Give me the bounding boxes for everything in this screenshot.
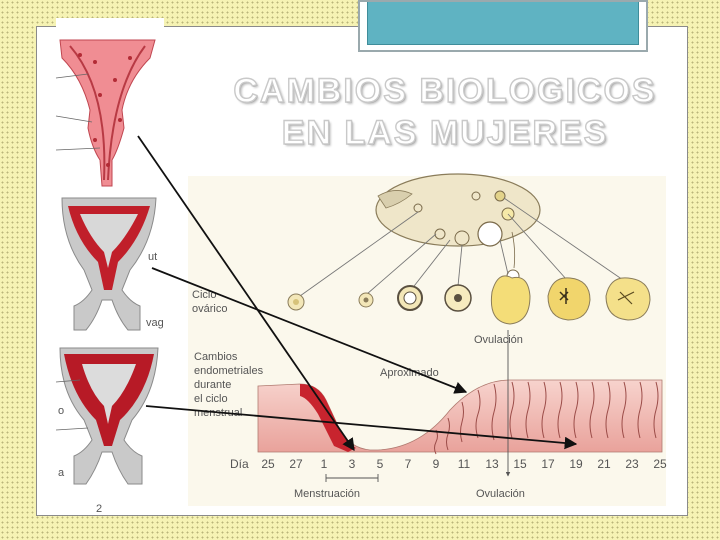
menstrual-flow <box>300 384 356 452</box>
arrow-menstrual <box>137 135 355 452</box>
day-tick-label: 13 <box>485 457 499 471</box>
day-tick-label: 1 <box>321 457 328 471</box>
day-tick-label: 23 <box>625 457 639 471</box>
arrow-secretory <box>145 405 578 450</box>
uterus-label-a: a <box>58 467 65 479</box>
header-tab <box>358 0 648 52</box>
day-tick-label: 9 <box>433 457 440 471</box>
endometrial-label-2: endometriales <box>194 365 264 377</box>
ovary-illustration <box>375 173 541 283</box>
ovarian-stage-lines <box>299 197 627 297</box>
day-tick-label: 21 <box>597 457 611 471</box>
menstruation-label: Menstruación <box>294 488 360 500</box>
uterus-illustration-proliferative: ut vag <box>61 197 164 331</box>
day-tick-label: 19 <box>569 457 583 471</box>
title-line-1: CAMBIOS BIOLOGICOS <box>233 71 657 110</box>
day-tick-label: 25 <box>653 457 667 471</box>
day-label: Día <box>230 457 249 471</box>
ovarian-cycle-label-1: Ciclo <box>192 289 216 301</box>
endometrial-label-1: Cambios <box>194 351 238 363</box>
endometrial-label-4: el ciclo <box>194 393 228 405</box>
day-tick-label: 5 <box>377 457 384 471</box>
uterus-illustration-menstrual <box>55 39 156 187</box>
endometrial-label-3: durante <box>194 379 231 391</box>
annotation-arrows <box>137 135 578 452</box>
uterus-label-ut: ut <box>148 251 157 263</box>
ovarian-cycle-label-2: ovárico <box>192 303 227 315</box>
header-tab-fill <box>367 2 639 45</box>
slide-title: CAMBIOS BIOLOGICOS EN LAS MUJERES <box>230 70 660 154</box>
day-tick-label: 7 <box>405 457 412 471</box>
day-tick-label: 27 <box>289 457 303 471</box>
uterus-label-o: o <box>58 405 64 417</box>
day-tick-label: 25 <box>261 457 275 471</box>
follicle-stages <box>287 275 651 325</box>
ovulation-label-bottom: Ovulación <box>476 488 525 500</box>
day-tick-label: 15 <box>513 457 527 471</box>
uterus-label-2: 2 <box>96 503 102 515</box>
day-tick-label: 3 <box>349 457 356 471</box>
uterus-label-vag: vag <box>146 317 164 329</box>
day-tick-label: 17 <box>541 457 555 471</box>
day-tick-label: 11 <box>458 457 471 471</box>
arrow-proliferative <box>151 267 468 394</box>
ovulation-label-top: Ovulación <box>474 334 523 346</box>
endometrial-glands <box>434 381 659 455</box>
title-line-2: EN LAS MUJERES <box>281 113 609 152</box>
uterus-illustration-secretory: o a 2 <box>55 347 159 515</box>
